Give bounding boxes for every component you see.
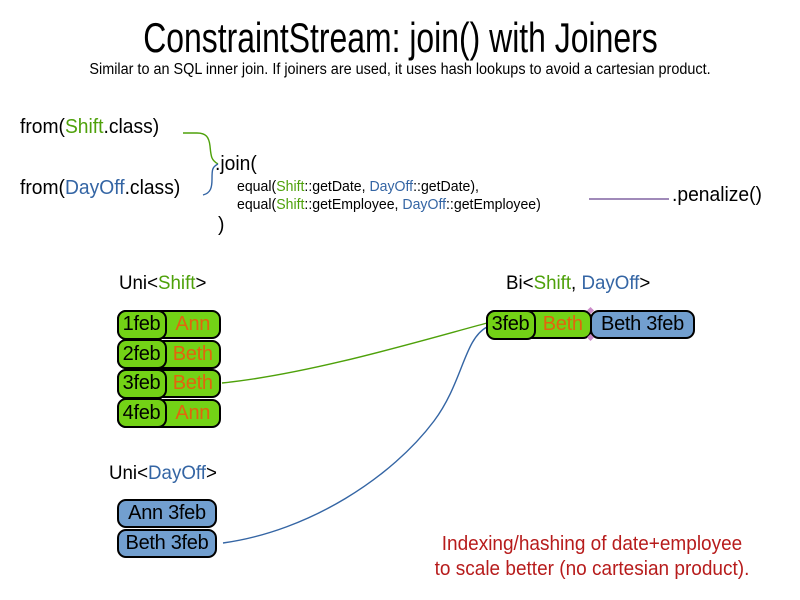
code-text: .class): [103, 115, 160, 138]
page-title-text: ConstraintStream: join() with Joiners: [142, 14, 658, 61]
dayoff-text: Beth 3feb: [601, 313, 684, 335]
code-join-close: ): [218, 213, 225, 236]
employee-cell: Beth: [167, 371, 220, 396]
code-text: from(: [20, 115, 65, 138]
employee-text: Ann: [175, 401, 211, 424]
employee-cell: Beth: [167, 342, 220, 367]
page-title: ConstraintStream: join() with Joiners: [0, 13, 800, 63]
date-text: 2feb: [122, 342, 161, 365]
shift-class-name: Shift: [276, 196, 305, 213]
employee-text: Beth: [542, 313, 583, 335]
subtitle: Similar to an SQL inner join. If joiners…: [0, 61, 800, 80]
shift-row-2feb: 2feb Beth: [116, 339, 221, 369]
code-text: from(: [20, 176, 65, 199]
dayoff-class-name: DayOff: [402, 196, 447, 213]
date-cell: 3feb: [485, 309, 536, 340]
uni-shift-table: 1feb Ann 2feb Beth 3feb Beth 4feb Ann: [116, 309, 221, 428]
employee-text: Beth: [172, 342, 213, 365]
label-text: Bi<: [506, 272, 534, 294]
code-join-open: .join(: [215, 152, 257, 175]
code-text: ::getDate),: [413, 178, 479, 195]
dayoff-type-name: DayOff: [581, 272, 640, 294]
shift-brace-line: [183, 132, 219, 165]
note-line-1: Indexing/hashing of date+employee: [441, 533, 743, 555]
dayoff-class-name: DayOff: [369, 178, 414, 195]
dayoff-row-ann: Ann 3feb: [117, 499, 217, 528]
shift-type-name: Shift: [158, 272, 196, 294]
dayoff-text: Ann 3feb: [128, 502, 206, 524]
code-joiner-employee: equal(Shift::getEmployee, DayOff::getEmp…: [237, 196, 541, 214]
note-text: Indexing/hashing of date+employee to sca…: [402, 532, 782, 582]
date-text: 3feb: [122, 372, 161, 394]
code-from-shift: from(Shift.class): [20, 115, 159, 140]
subtitle-text: Similar to an SQL inner join. If joiners…: [89, 61, 711, 78]
employee-cell: Ann: [167, 401, 220, 426]
date-text: 4feb: [122, 401, 161, 424]
shift-type-name: Shift: [533, 272, 572, 294]
bi-row-shift-part: 3feb Beth: [485, 309, 592, 340]
shift-row-4feb: 4feb Ann: [116, 398, 221, 428]
code-text: ::getDate,: [304, 178, 370, 195]
note-line-2: to scale better (no cartesian product).: [434, 558, 750, 580]
shift-class-name: Shift: [276, 178, 305, 195]
label-text: >: [195, 272, 207, 294]
code-text: ::getEmployee,: [304, 196, 403, 213]
code-text: equal(: [237, 178, 277, 195]
employee-text: Ann: [175, 313, 211, 335]
bi-row-dayoff-part: Beth 3feb: [590, 310, 695, 339]
uni-dayoff-label: Uni<DayOff>: [109, 462, 217, 485]
dayoff-row-to-bi-connector: [222, 326, 488, 544]
date-cell: 3feb: [116, 368, 167, 399]
dayoff-text: Beth 3feb: [125, 532, 209, 554]
code-joiner-date: equal(Shift::getDate, DayOff::getDate),: [237, 178, 479, 196]
uni-dayoff-table: Ann 3feb Beth 3feb: [117, 499, 217, 559]
date-text: 3feb: [491, 313, 530, 335]
label-text: Uni<: [119, 272, 159, 294]
shift-row-to-bi-connector: [221, 322, 488, 384]
employee-text: Beth: [172, 372, 213, 394]
dayoff-class-name: DayOff: [64, 176, 125, 199]
code-from-dayoff: from(DayOff.class): [20, 176, 180, 201]
uni-shift-label: Uni<Shift>: [119, 272, 206, 295]
dayoff-row-beth: Beth 3feb: [117, 529, 217, 558]
label-text: Uni<: [109, 462, 149, 484]
date-cell: 1feb: [116, 309, 167, 340]
label-text: >: [639, 272, 651, 294]
shift-row-3feb: 3feb Beth: [116, 368, 221, 399]
date-text: 1feb: [122, 313, 161, 335]
label-text: ,: [571, 272, 582, 294]
date-cell: 2feb: [116, 339, 167, 369]
employee-cell: Ann: [167, 312, 220, 337]
code-text: ::getEmployee): [446, 196, 541, 213]
code-text: equal(: [237, 196, 277, 213]
shift-class-name: Shift: [64, 115, 104, 138]
dayoff-type-name: DayOff: [148, 462, 206, 484]
label-text: >: [205, 462, 217, 484]
code-penalize: .penalize(): [672, 183, 762, 206]
bi-label: Bi<Shift, DayOff>: [506, 272, 650, 295]
date-cell: 4feb: [116, 398, 167, 428]
shift-row-1feb: 1feb Ann: [116, 309, 221, 340]
employee-cell: Beth: [536, 312, 591, 337]
code-text: .class): [124, 176, 181, 199]
